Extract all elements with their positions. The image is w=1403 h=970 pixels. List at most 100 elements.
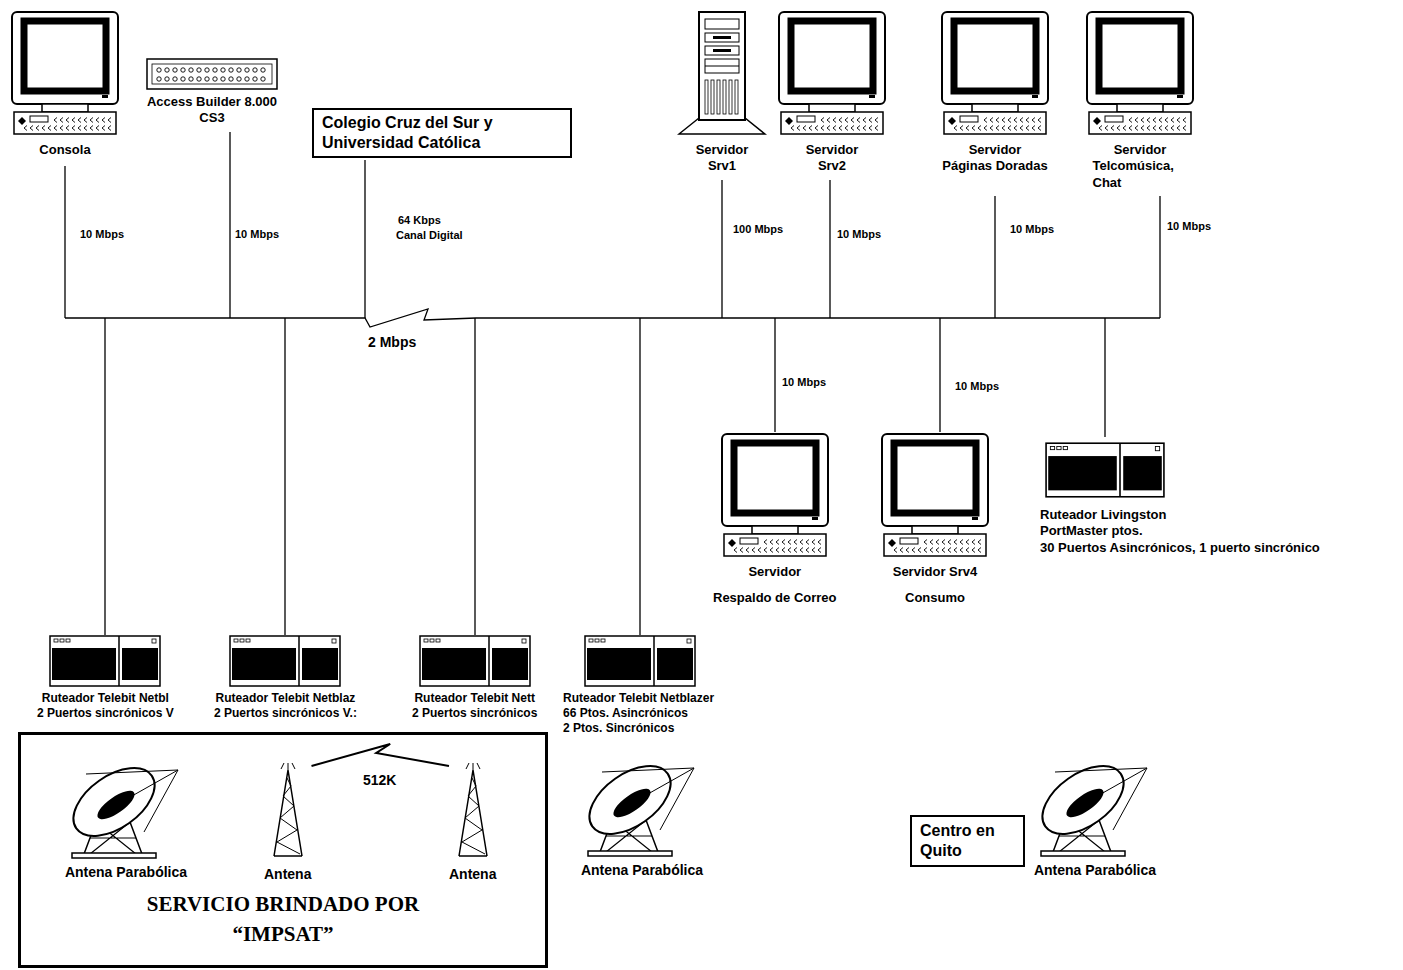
rect-shape <box>420 636 530 686</box>
rect-shape <box>711 80 714 114</box>
server-tower: ServidorSrv1 <box>677 10 767 175</box>
backbone-bus <box>65 309 1160 327</box>
rect-shape <box>894 443 976 513</box>
router-device: Ruteador Telebit Nett2 Puertos sincrónic… <box>412 635 537 721</box>
path-shape <box>954 118 1041 131</box>
rect-shape <box>60 639 64 642</box>
node-label: 66 Ptos. Asincrónicos <box>563 706 688 721</box>
device-icon <box>56 760 196 860</box>
node-label: 2 Puertos sincrónicos V <box>37 706 174 721</box>
rect-shape <box>1105 116 1123 122</box>
rect-shape <box>102 95 108 98</box>
circle-shape <box>197 68 201 72</box>
node-label: Ruteador Telebit Netbl <box>42 691 169 706</box>
line-shape <box>299 636 301 686</box>
node-label: Servidor Srv4 <box>893 564 978 580</box>
rect-shape <box>522 639 526 643</box>
access-hub: Access Builder 8.000 CS3 <box>137 58 287 127</box>
device-icon <box>584 635 696 687</box>
site-box: Centro en Quito <box>910 815 1025 867</box>
svg-shape <box>584 635 696 687</box>
path-shape <box>18 117 26 125</box>
circle-shape <box>181 77 185 81</box>
drop-wire <box>721 180 722 318</box>
circle-shape <box>253 77 257 81</box>
rect-shape <box>122 648 158 680</box>
rect-shape <box>50 636 160 686</box>
rect-shape <box>492 648 528 680</box>
rect-shape <box>436 639 440 642</box>
rect-shape <box>66 639 70 642</box>
site-box: Colegio Cruz del Sur y Universidad Catól… <box>312 108 572 158</box>
link-speed-label: 100 Mbps <box>733 223 783 235</box>
rect-shape <box>717 80 720 114</box>
rect-shape <box>884 534 986 556</box>
path-shape <box>1099 118 1186 131</box>
satellite-dish: Antena Parabólica <box>572 758 712 880</box>
rect-shape <box>724 534 826 556</box>
circle-shape <box>189 77 193 81</box>
device-icon <box>1045 437 1165 503</box>
node-label: Servidor <box>696 142 749 158</box>
line-shape <box>1119 443 1121 497</box>
provider-heading: SERVICIO BRINDADO POR <box>147 890 419 919</box>
device-icon <box>268 760 308 860</box>
node-label: 2 Puertos sincrónicos <box>412 706 537 721</box>
rect-shape <box>588 851 672 856</box>
line-shape <box>488 636 490 686</box>
server-computer: ServidorTelcomúsica, Chat <box>1085 10 1195 191</box>
rect-shape <box>1048 456 1117 490</box>
svg-shape <box>677 10 767 138</box>
svg-shape <box>777 10 887 138</box>
path-shape <box>24 118 111 131</box>
provider-box: SERVICIO BRINDADO POR“IMPSAT”Antena Para… <box>18 732 548 968</box>
rect-shape <box>912 526 958 534</box>
drop-wire <box>829 180 830 318</box>
rect-shape <box>232 648 296 680</box>
drop-wire <box>229 132 230 318</box>
device-icon <box>940 10 1050 138</box>
server-computer: ServidorPáginas Doradas <box>940 10 1050 175</box>
rect-shape <box>52 648 116 680</box>
rect-shape <box>1155 446 1159 450</box>
node-label: Ruteador Telebit Nett <box>414 691 534 706</box>
rect-shape <box>332 639 336 643</box>
device-icon <box>720 432 830 560</box>
node-label: Servidor <box>1114 142 1167 158</box>
link-speed-label: 10 Mbps <box>235 228 279 240</box>
circle-shape <box>165 68 169 72</box>
drop-wire <box>774 318 775 432</box>
link-speed-label: 2 Mbps <box>368 334 416 350</box>
rect-shape <box>944 112 1046 134</box>
path-shape <box>466 763 480 770</box>
link-speed-label: 512K <box>361 772 398 788</box>
node-label: Antena Parabólica <box>1034 862 1156 880</box>
link-speed-label: 10 Mbps <box>1010 223 1054 235</box>
circle-shape <box>157 77 161 81</box>
rect-shape <box>812 517 818 520</box>
rect-shape <box>809 104 855 112</box>
node-label: Srv2 <box>818 158 846 174</box>
circle-shape <box>205 68 209 72</box>
rect-shape <box>246 639 250 642</box>
node-label: Antena Parabólica <box>65 864 187 882</box>
path-shape <box>1055 768 1147 830</box>
rect-shape <box>705 46 739 55</box>
drop-wire <box>1159 196 1160 318</box>
node-label: Antena <box>264 866 311 884</box>
device-icon <box>419 635 531 687</box>
circle-shape <box>189 68 193 72</box>
svg-shape <box>229 635 341 687</box>
device-icon <box>777 10 887 138</box>
device-icon <box>572 758 712 858</box>
node-label: Consola <box>39 142 90 158</box>
rect-shape <box>24 21 106 91</box>
circle-shape <box>173 68 177 72</box>
rect-shape <box>589 639 593 642</box>
svg-shape <box>880 432 990 560</box>
device-icon <box>49 635 161 687</box>
drop-wire <box>1104 318 1105 437</box>
rect-shape <box>713 36 731 39</box>
line-shape <box>119 636 121 686</box>
